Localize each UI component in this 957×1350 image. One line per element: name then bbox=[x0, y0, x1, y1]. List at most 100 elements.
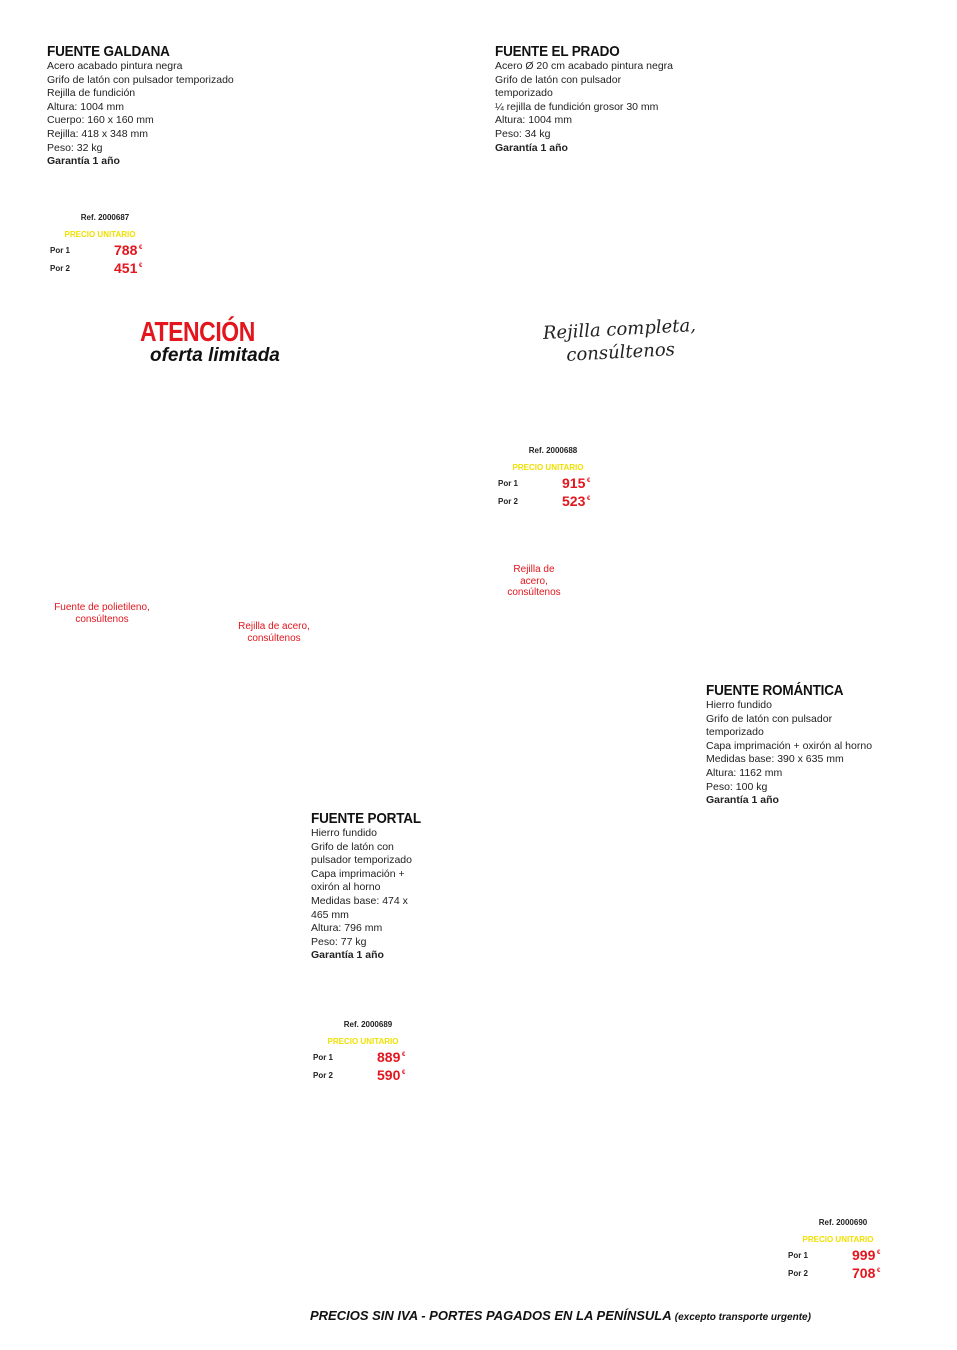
warranty: Garantía 1 año bbox=[311, 949, 384, 962]
product-specs: Acero Ø 20 cm acabado pintura negra Grif… bbox=[495, 60, 673, 155]
price-value: 523 bbox=[562, 493, 586, 509]
spec-line: Altura: 796 mm bbox=[311, 922, 383, 935]
price-box-romantica: Ref. 2000690 PRECIO UNITARIO Por 1 999 €… bbox=[788, 1218, 908, 1283]
spec-line: temporizado bbox=[706, 726, 764, 739]
spec-line: Rejilla de fundición bbox=[47, 87, 136, 100]
spec-line: Grifo de latón con pulsador temporizado bbox=[47, 73, 234, 86]
product-specs: Hierro fundido Grifo de latón con pulsad… bbox=[311, 827, 433, 963]
spec-line: ¼ rejilla de fundición grosor 30 mm bbox=[495, 100, 659, 113]
footer-price-note: PRECIOS SIN IVA - PORTES PAGADOS EN LA P… bbox=[310, 1308, 811, 1323]
reference-number: Ref. 2000690 bbox=[818, 1218, 868, 1227]
price-value: 915 bbox=[562, 475, 586, 491]
footer-sub-text: (excepto transporte urgente) bbox=[674, 1312, 811, 1323]
footer-main-text: PRECIOS SIN IVA - PORTES PAGADOS EN LA P… bbox=[310, 1308, 672, 1323]
spec-line: Acero acabado pintura negra bbox=[47, 60, 183, 72]
spec-line: Altura: 1162 mm bbox=[706, 766, 783, 779]
spec-line: Grifo de latón con pulsador bbox=[706, 712, 833, 725]
price-qty-label: Por 1 bbox=[788, 1251, 809, 1260]
attention-banner: ATENCIÓN oferta limitada bbox=[140, 318, 280, 366]
attention-subline: oferta limitada bbox=[150, 345, 280, 366]
spec-line: Peso: 77 kg bbox=[311, 935, 367, 948]
spec-line: Grifo de latón con bbox=[311, 840, 394, 853]
spec-line: Acero Ø 20 cm acabado pintura negra bbox=[495, 60, 674, 72]
price-row: Por 1 999 € bbox=[788, 1247, 908, 1265]
spec-line: Peso: 100 kg bbox=[706, 780, 768, 793]
price-value: 788 bbox=[114, 242, 138, 258]
spec-line: Grifo de latón con pulsador bbox=[495, 73, 622, 86]
product-specs: Hierro fundido Grifo de latón con pulsad… bbox=[706, 699, 872, 808]
note-line: consúltenos bbox=[507, 587, 561, 598]
warranty: Garantía 1 año bbox=[495, 141, 568, 154]
price-value: 451 bbox=[114, 260, 138, 276]
spec-line: Peso: 34 kg bbox=[495, 127, 551, 140]
price-row: Por 2 523 € bbox=[498, 493, 618, 511]
price-qty-label: Por 2 bbox=[50, 264, 71, 273]
product-title: FUENTE PORTAL bbox=[311, 810, 421, 827]
spec-line: Hierro fundido bbox=[311, 827, 377, 839]
currency-symbol: € bbox=[877, 1268, 881, 1274]
unit-price-label: PRECIO UNITARIO bbox=[327, 1037, 399, 1046]
price-value: 590 bbox=[377, 1067, 401, 1083]
price-qty-label: Por 2 bbox=[498, 497, 519, 506]
product-title: FUENTE EL PRADO bbox=[495, 43, 620, 60]
price-row: Por 1 788 € bbox=[50, 242, 170, 260]
unit-price-label: PRECIO UNITARIO bbox=[512, 463, 584, 472]
rejilla-acero-prado-note: Rejilla de acero, consúltenos bbox=[494, 564, 574, 599]
spec-line: temporizado bbox=[495, 87, 553, 100]
product-romantica: FUENTE ROMÁNTICA Hierro fundido Grifo de… bbox=[706, 682, 872, 808]
currency-symbol: € bbox=[587, 496, 591, 502]
price-row: Por 2 451 € bbox=[50, 260, 170, 278]
spec-line: Altura: 1004 mm bbox=[495, 114, 573, 127]
reference-number: Ref. 2000687 bbox=[80, 213, 130, 222]
product-el-prado: FUENTE EL PRADO Acero Ø 20 cm acabado pi… bbox=[495, 43, 673, 155]
price-box-portal: Ref. 2000689 PRECIO UNITARIO Por 1 889 €… bbox=[313, 1020, 433, 1085]
polietileno-note: Fuente de polietileno, consúltenos bbox=[42, 602, 162, 625]
spec-line: Rejilla: 418 x 348 mm bbox=[47, 127, 148, 140]
spec-line: oxirón al horno bbox=[311, 881, 381, 894]
note-line: Rejilla de bbox=[513, 564, 555, 575]
price-value: 999 bbox=[852, 1247, 876, 1263]
product-specs: Acero acabado pintura negra Grifo de lat… bbox=[47, 60, 234, 169]
note-line: Rejilla de acero, bbox=[238, 621, 310, 632]
price-qty-label: Por 1 bbox=[50, 246, 71, 255]
spec-line: Altura: 1004 mm bbox=[47, 100, 125, 113]
price-row: Por 1 889 € bbox=[313, 1049, 433, 1067]
price-value: 889 bbox=[377, 1049, 401, 1065]
price-row: Por 2 590 € bbox=[313, 1067, 433, 1085]
reference-number: Ref. 2000688 bbox=[528, 446, 578, 455]
price-box-el-prado: Ref. 2000688 PRECIO UNITARIO Por 1 915 €… bbox=[498, 446, 618, 511]
price-qty-label: Por 1 bbox=[313, 1053, 334, 1062]
rejilla-completa-note: Rejilla completa, consúltenos bbox=[539, 314, 701, 368]
attention-headline: ATENCIÓN bbox=[140, 316, 255, 347]
spec-line: Medidas base: 474 x bbox=[311, 894, 408, 907]
product-title: FUENTE GALDANA bbox=[47, 43, 170, 60]
product-portal: FUENTE PORTAL Hierro fundido Grifo de la… bbox=[311, 810, 433, 963]
currency-symbol: € bbox=[139, 263, 143, 269]
currency-symbol: € bbox=[587, 478, 591, 484]
price-row: Por 1 915 € bbox=[498, 475, 618, 493]
spec-line: 465 mm bbox=[311, 908, 349, 921]
product-galdana: FUENTE GALDANA Acero acabado pintura neg… bbox=[47, 43, 234, 169]
unit-price-label: PRECIO UNITARIO bbox=[64, 230, 136, 239]
note-line: acero, bbox=[520, 575, 548, 587]
spec-line: pulsador temporizado bbox=[311, 854, 412, 867]
warranty: Garantía 1 año bbox=[706, 794, 779, 807]
spec-line: Medidas base: 390 x 635 mm bbox=[706, 753, 844, 766]
currency-symbol: € bbox=[139, 245, 143, 251]
price-qty-label: Por 2 bbox=[788, 1269, 809, 1278]
note-line: Fuente de polietileno, bbox=[54, 602, 150, 613]
currency-symbol: € bbox=[877, 1250, 881, 1256]
note-line: consúltenos bbox=[75, 613, 129, 625]
price-qty-label: Por 1 bbox=[498, 479, 519, 488]
note-line: consúltenos bbox=[247, 632, 301, 644]
spec-line: Cuerpo: 160 x 160 mm bbox=[47, 114, 154, 127]
spec-line: Capa imprimación + oxirón al horno bbox=[706, 739, 873, 752]
price-value: 708 bbox=[852, 1265, 876, 1281]
price-row: Por 2 708 € bbox=[788, 1265, 908, 1283]
price-box-galdana: Ref. 2000687 PRECIO UNITARIO Por 1 788 €… bbox=[50, 213, 170, 278]
product-title: FUENTE ROMÁNTICA bbox=[706, 682, 844, 699]
currency-symbol: € bbox=[402, 1070, 406, 1076]
price-qty-label: Por 2 bbox=[313, 1071, 334, 1080]
spec-line: Capa imprimación + bbox=[311, 867, 405, 880]
reference-number: Ref. 2000689 bbox=[343, 1020, 393, 1029]
